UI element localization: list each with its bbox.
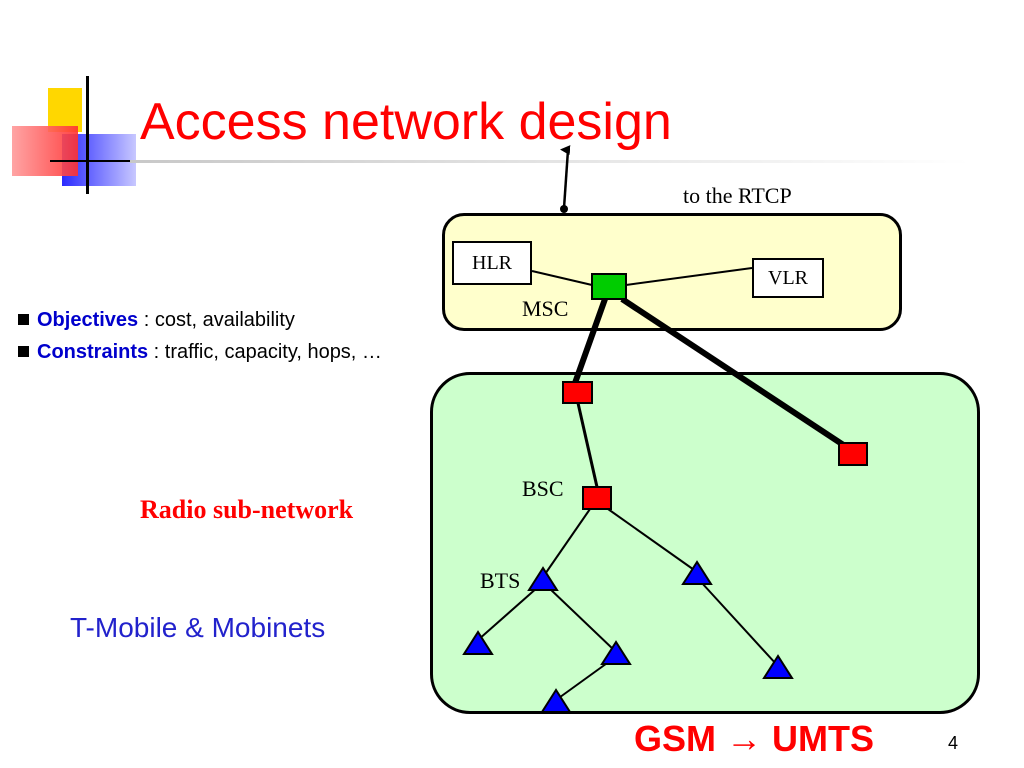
bts-node-6 [540, 688, 572, 713]
msc-node [591, 273, 627, 300]
horizontal-rule-decoration [50, 160, 140, 162]
bullet-keyword: Constraints [37, 341, 149, 363]
link-bts-bts-6 [700, 581, 778, 666]
bullet-constraints: Constraints : traffic, capacity, hops, … [18, 336, 382, 368]
link-bsc-bsc [576, 402, 599, 488]
link-hlr-msc [531, 270, 593, 286]
bullet-list: Objectives : cost, availability Constrai… [18, 304, 382, 368]
uplink-anchor-dot [560, 205, 568, 213]
bts-node-3 [462, 630, 494, 655]
bsc-node-upper [562, 381, 593, 404]
title-underline [130, 160, 970, 163]
radio-subnetwork-label: Radio sub-network [140, 495, 354, 524]
uplink-arrow [560, 145, 571, 209]
msc-label: MSC [522, 296, 569, 321]
trunk-msc-bsc-right [620, 296, 847, 449]
link-bts-bts-4 [547, 586, 615, 651]
bullet-text: : cost, availability [138, 309, 295, 331]
bts-node-group [462, 560, 794, 713]
hlr-node: HLR [452, 241, 532, 285]
bullet-text: : traffic, capacity, hops, … [148, 341, 382, 363]
trunk-msc-bsc-left [572, 297, 608, 385]
bullet-keyword: Objectives [37, 309, 139, 331]
radio-subnetwork-box [430, 372, 980, 714]
bts-label: BTS [480, 568, 521, 593]
yellow-square-decoration [48, 88, 82, 132]
bts-node-2 [681, 560, 713, 585]
link-bts-bts-5 [555, 660, 611, 701]
bsc-node-main [582, 486, 612, 510]
red-square-decoration [12, 126, 78, 176]
bsc-label: BSC [522, 476, 564, 501]
vlr-node: VLR [752, 258, 824, 298]
link-msc-vlr [625, 267, 753, 286]
square-bullet-icon [18, 346, 29, 357]
vertical-rule-decoration [86, 76, 89, 194]
page-number: 4 [948, 733, 959, 753]
link-bts-bts-3 [477, 586, 539, 641]
bullet-objectives: Objectives : cost, availability [18, 304, 382, 336]
transition-label: GSM → UMTS [634, 718, 874, 759]
slide-title: Access network design [140, 93, 672, 151]
link-bsc-bts-2 [607, 508, 698, 573]
operators-label: T-Mobile & Mobinets [70, 612, 326, 643]
link-bsc-bts-1 [542, 508, 591, 578]
uplink-label: to the RTCP [683, 183, 792, 208]
bts-node-4 [600, 640, 632, 665]
corner-decoration [0, 70, 140, 200]
bts-node-1 [527, 566, 559, 591]
bsc-node-right [838, 442, 868, 466]
square-bullet-icon [18, 314, 29, 325]
bts-node-5 [762, 654, 794, 679]
